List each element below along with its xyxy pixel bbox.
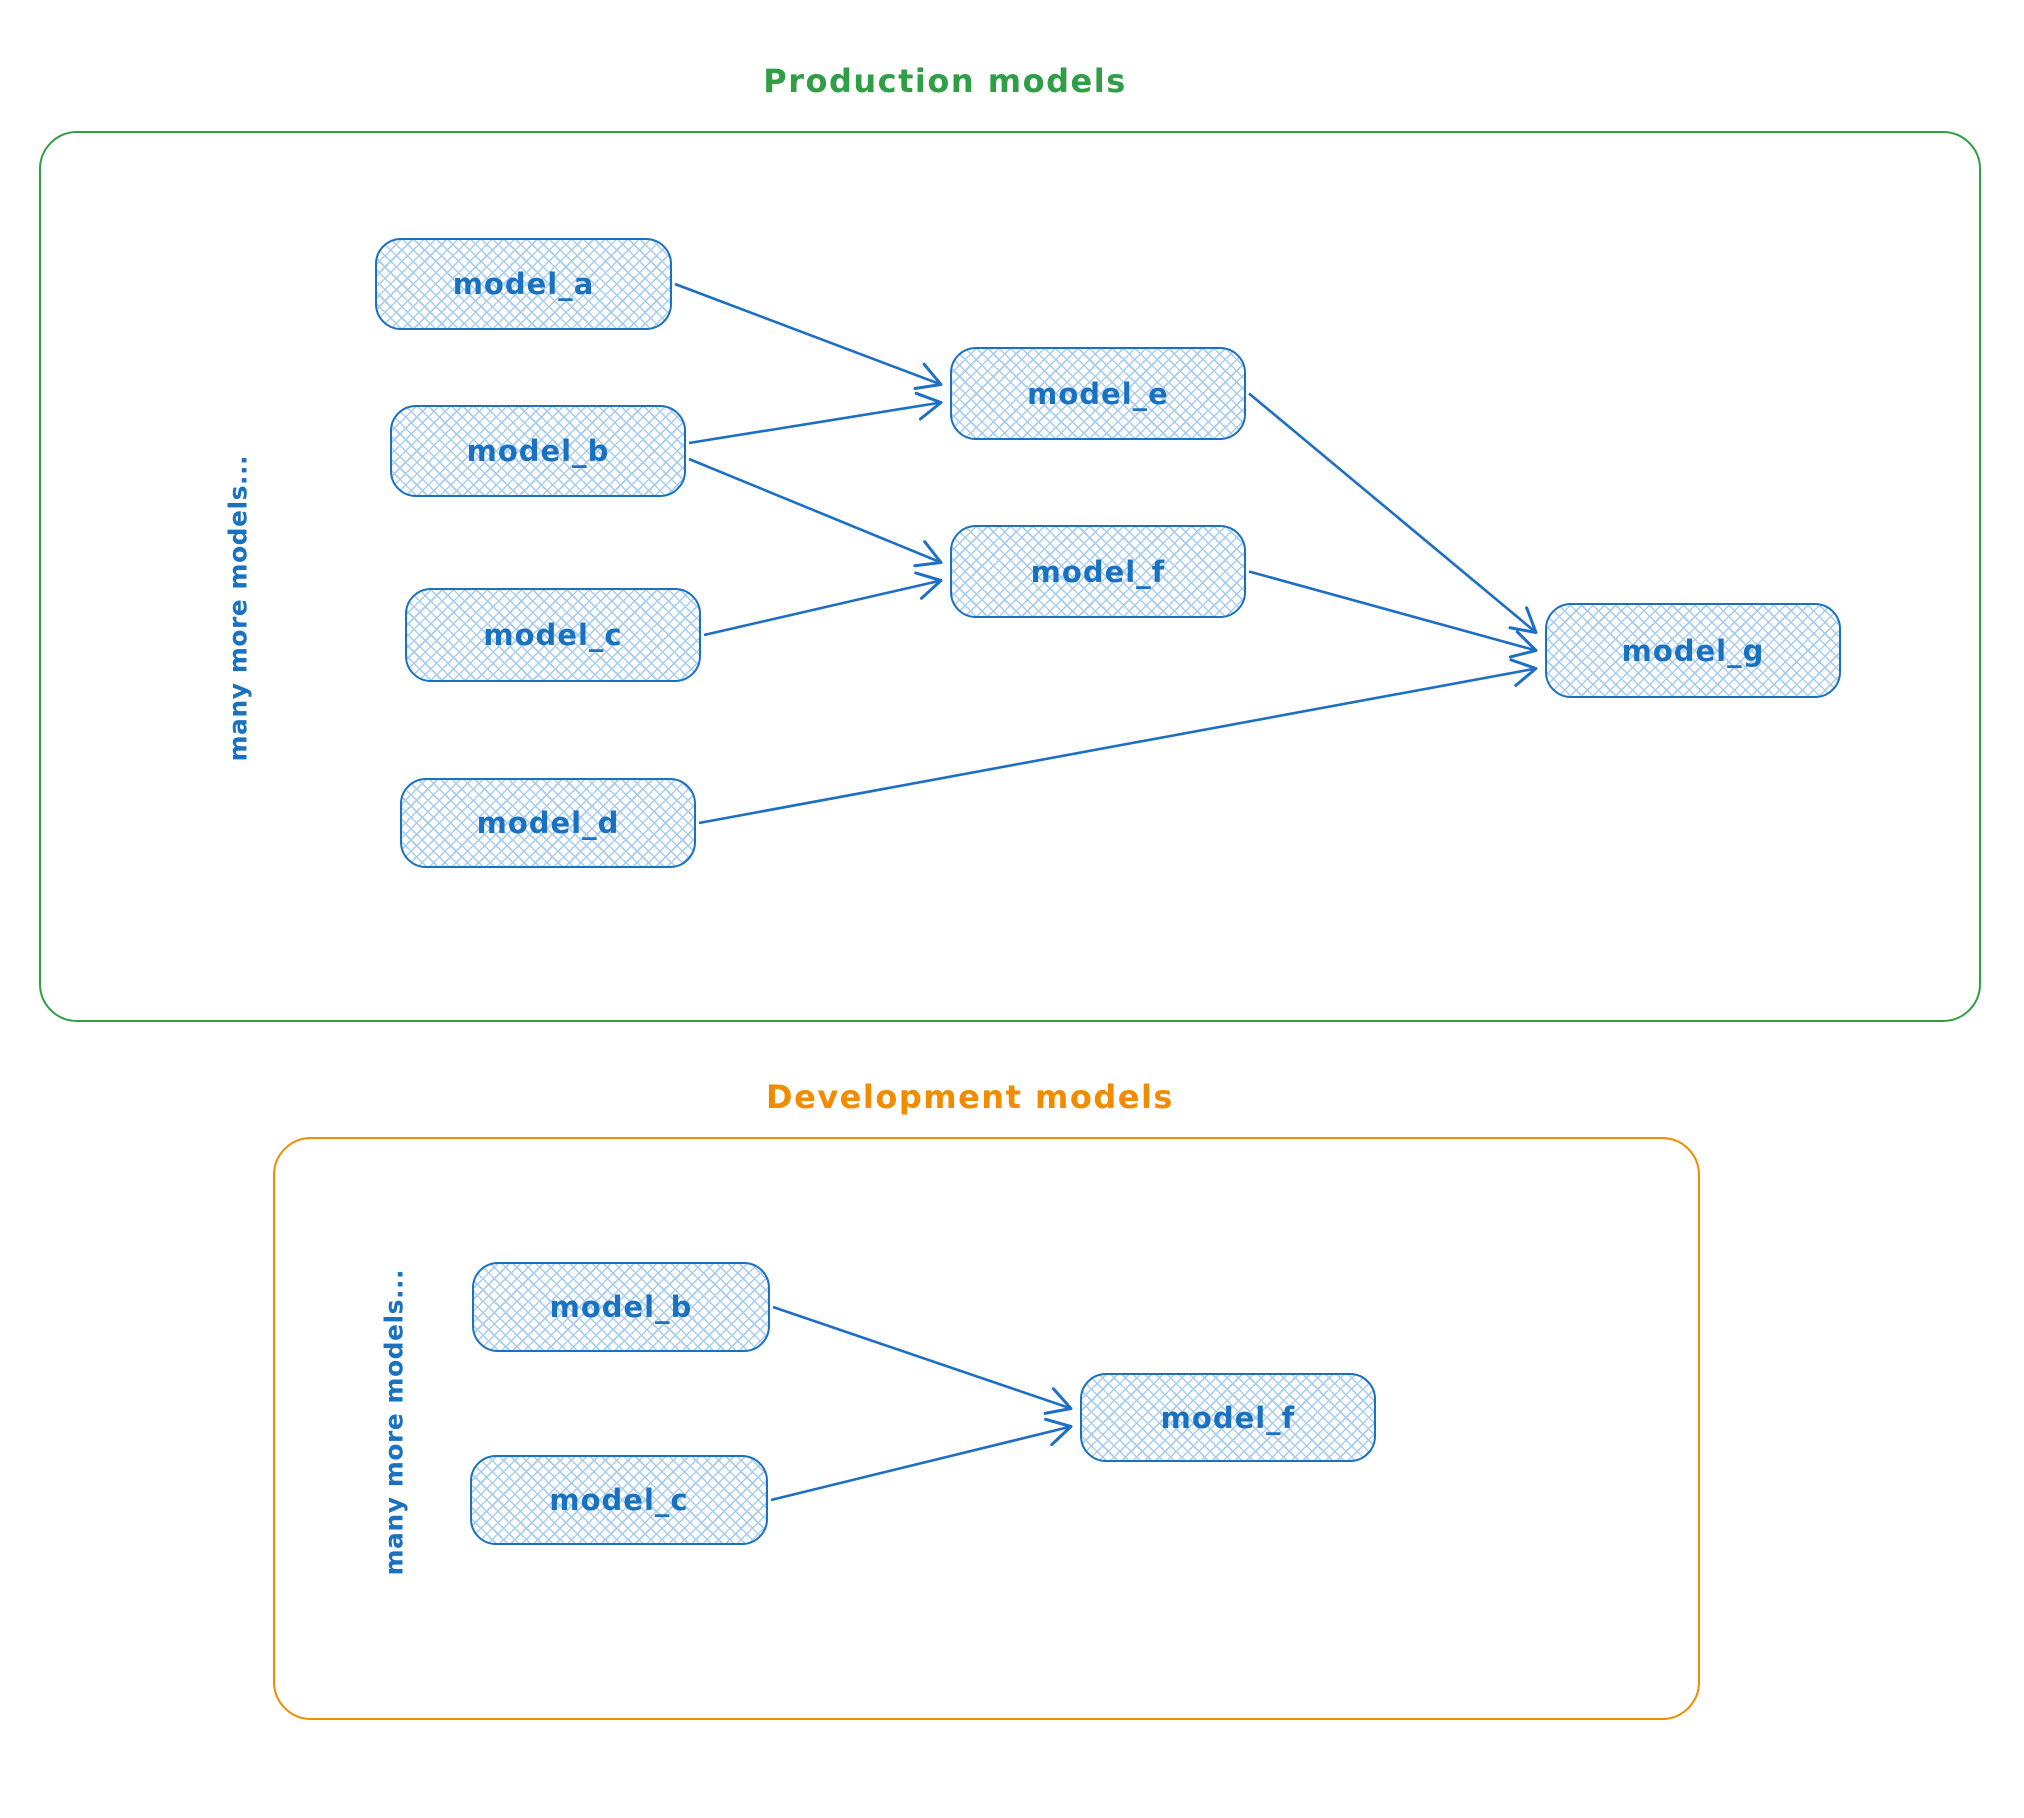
production-frame bbox=[39, 131, 1981, 1022]
node-label: model_b bbox=[549, 1290, 693, 1324]
node-label: model_f bbox=[1160, 1400, 1296, 1435]
node-label: model_d bbox=[476, 806, 620, 840]
node-prod_g: model_g bbox=[1545, 603, 1841, 698]
node-prod_e: model_e bbox=[950, 347, 1246, 440]
development-frame bbox=[273, 1137, 1700, 1720]
node-label: model_c bbox=[549, 1483, 689, 1517]
development-title: Development models bbox=[766, 1078, 1174, 1116]
node-prod_c: model_c bbox=[405, 588, 701, 682]
node-prod_b: model_b bbox=[390, 405, 686, 497]
node-label: model_c bbox=[483, 618, 623, 652]
node-dev_b: model_b bbox=[472, 1262, 770, 1352]
node-label: model_f bbox=[1030, 554, 1166, 589]
node-label: model_b bbox=[466, 434, 610, 468]
production-title: Production models bbox=[763, 62, 1127, 100]
production-side-label: many more models... bbox=[223, 455, 253, 762]
development-side-label: many more models... bbox=[379, 1269, 409, 1576]
node-prod_d: model_d bbox=[400, 778, 696, 868]
node-label: model_e bbox=[1027, 376, 1169, 411]
node-dev_c: model_c bbox=[470, 1455, 768, 1545]
node-prod_f: model_f bbox=[950, 525, 1246, 618]
node-dev_f: model_f bbox=[1080, 1373, 1376, 1462]
node-label: model_g bbox=[1621, 633, 1765, 668]
node-label: model_a bbox=[452, 267, 595, 301]
node-prod_a: model_a bbox=[375, 238, 672, 330]
